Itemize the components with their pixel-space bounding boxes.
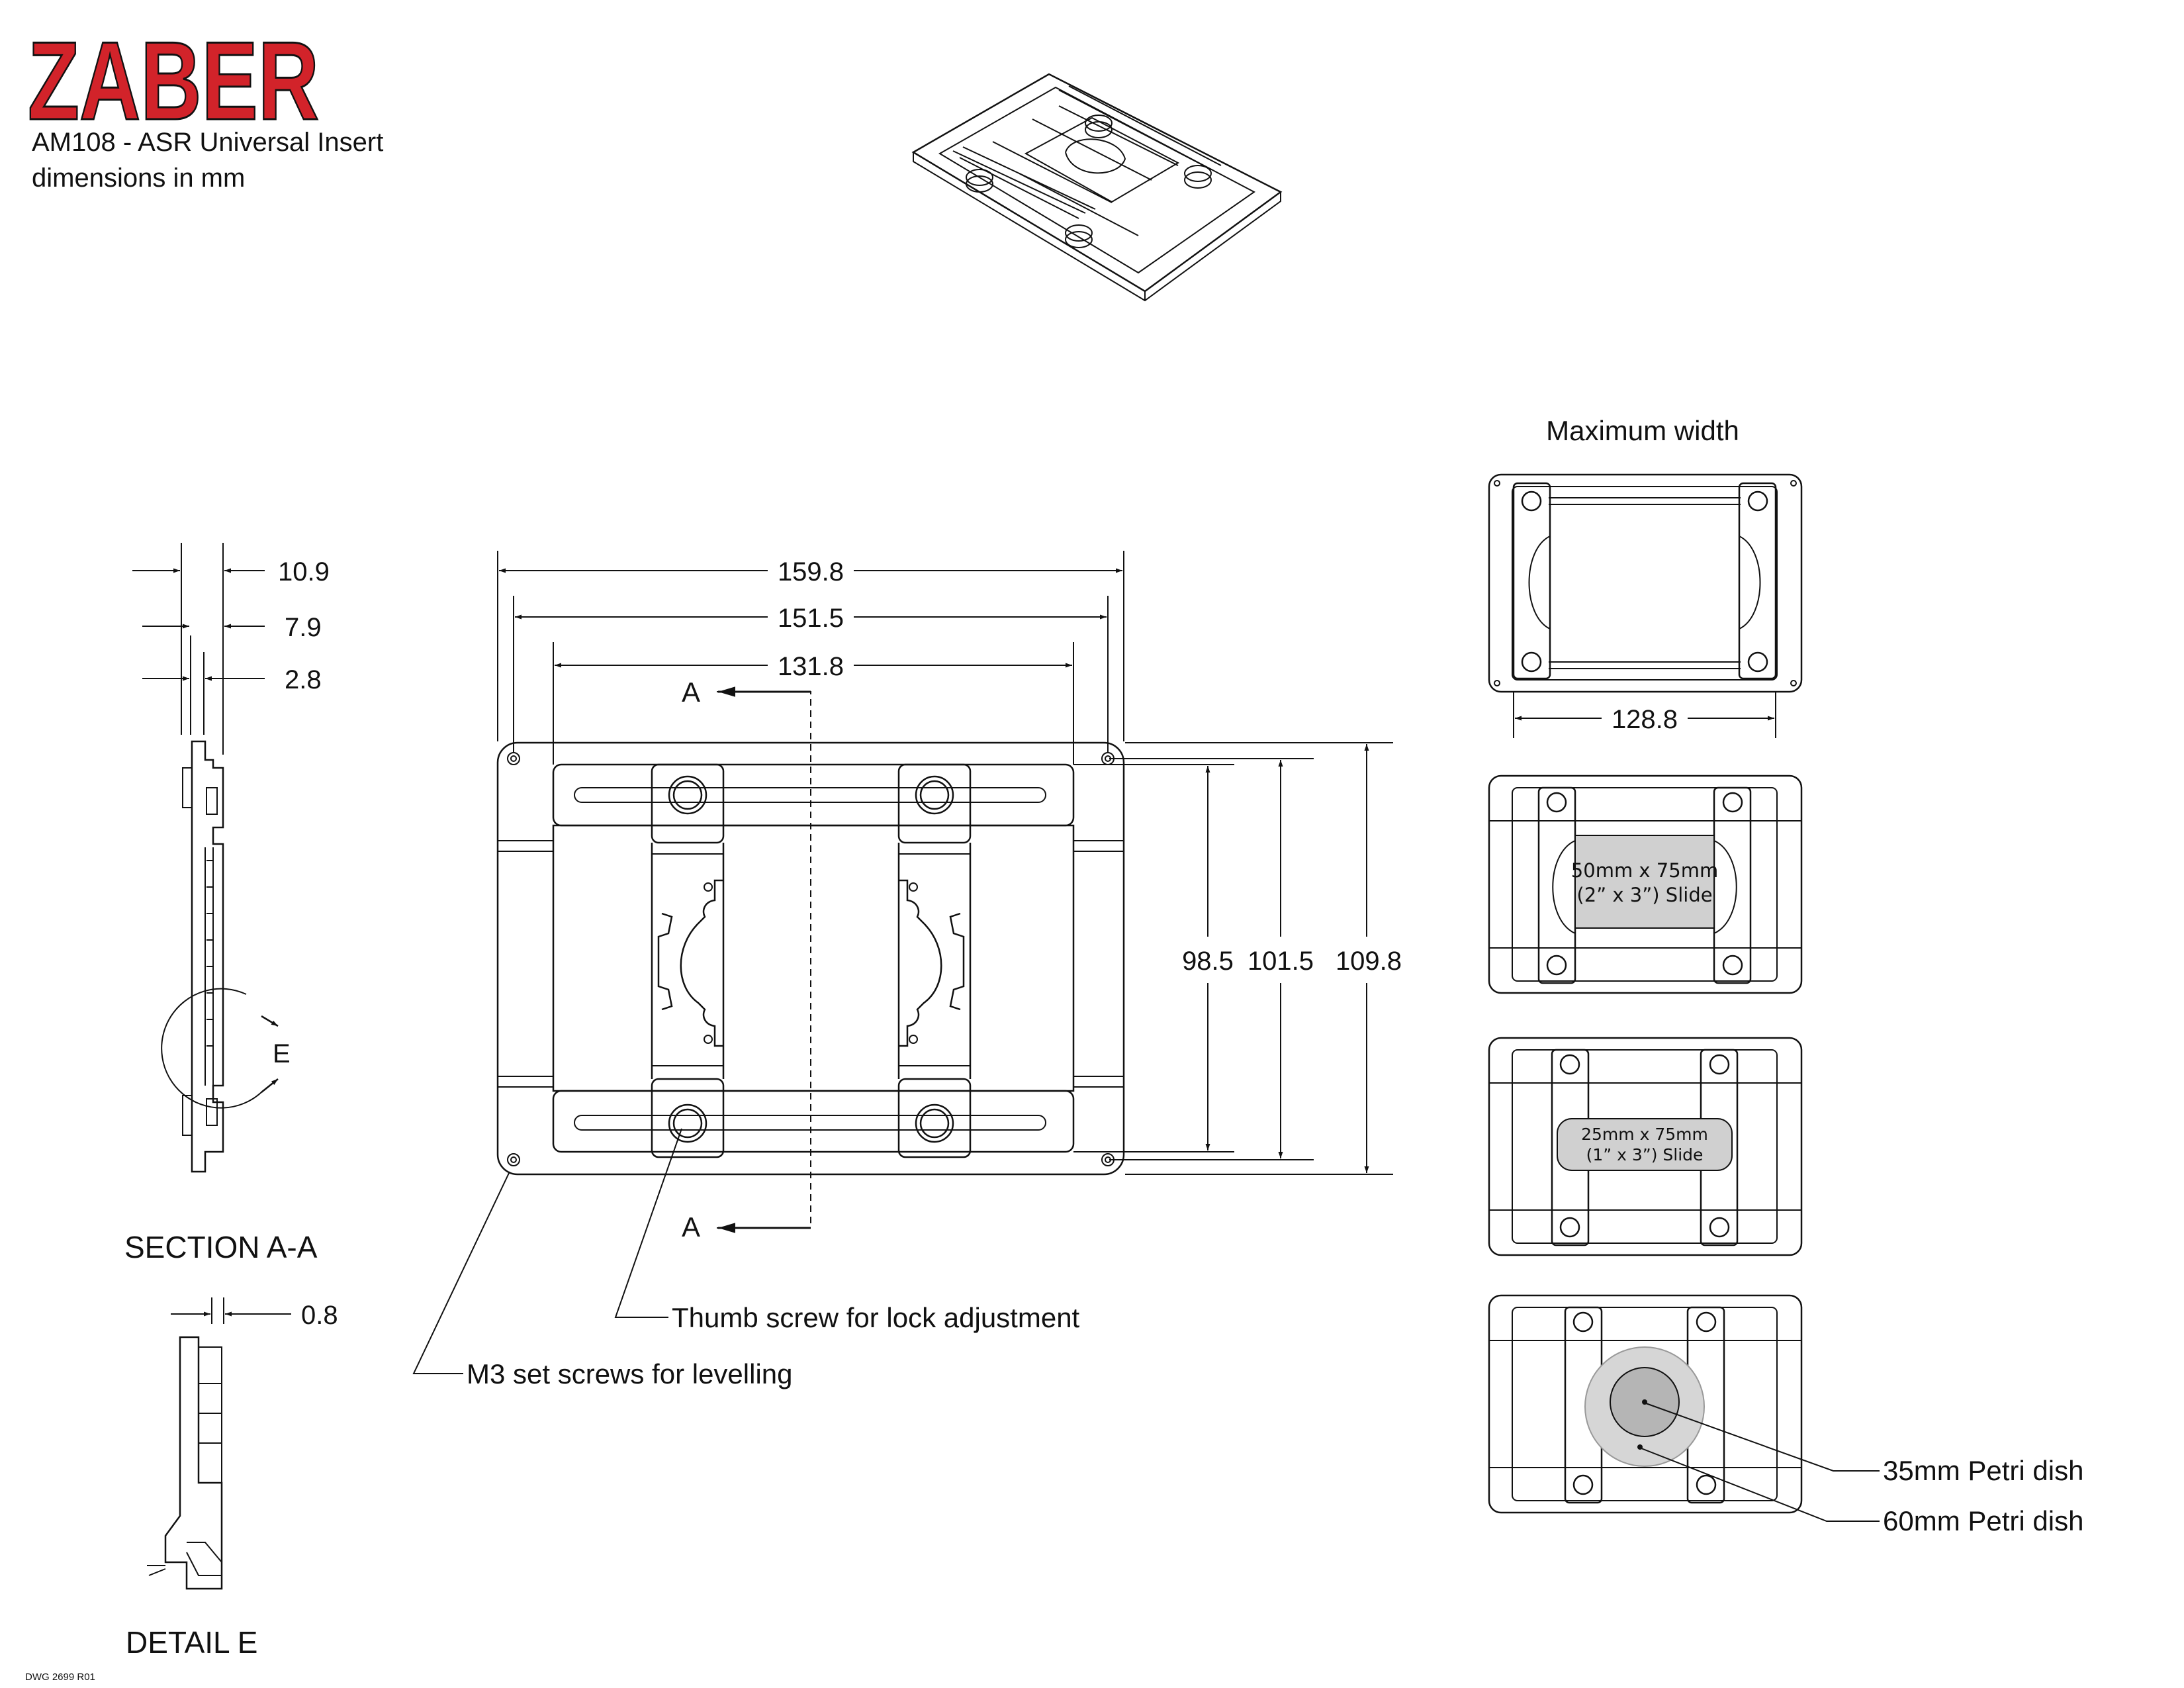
petri-60-callout: 60mm Petri dish (1883, 1505, 2083, 1536)
section-marker-bottom: A (682, 1211, 700, 1243)
dim-thickness-plate: 2.8 (285, 665, 322, 694)
large-slide (1574, 835, 1715, 929)
dim-height-mid: 101.5 (1248, 947, 1314, 976)
detail-label: DETAIL E (126, 1625, 257, 1660)
section-marker-top: A (682, 677, 700, 708)
small-slide-view: 25mm x 75mm (1” x 3”) Slide (1488, 1037, 1803, 1256)
thumb-screw-callout: Thumb screw for lock adjustment (672, 1302, 1080, 1333)
max-width-title: Maximum width (1546, 415, 1739, 446)
max-width-view: 128.8 (1488, 473, 1803, 738)
isometric-view (911, 73, 1283, 302)
dim-detail-step: 0.8 (301, 1301, 338, 1330)
dim-thickness-total: 10.9 (278, 557, 330, 586)
detail-marker-e: E (273, 1039, 291, 1068)
small-slide-line1: 25mm x 75mm (1581, 1125, 1708, 1144)
small-slide-line2: (1” x 3”) Slide (1586, 1145, 1704, 1164)
petri-dish-view: 35mm Petri dish 60mm Petri dish (1488, 1294, 2083, 1536)
top-view: A A (496, 677, 1125, 1243)
dim-max-width: 128.8 (1612, 705, 1678, 734)
dim-thickness-mid: 7.9 (285, 613, 322, 642)
set-screws-callout: M3 set screws for levelling (467, 1358, 793, 1389)
section-a-a-view: E 10.9 7.9 2.8 SECTION A-A (124, 543, 330, 1264)
dim-inner-width: 151.5 (778, 604, 844, 633)
top-view-dimensions: 159.8 151.5 131.8 98.5 101.5 109.8 (497, 551, 1402, 1175)
drawing-units: dimensions in mm (32, 164, 245, 193)
drawing-title: AM108 - ASR Universal Insert (32, 128, 383, 157)
large-slide-line1: 50mm x 75mm (1571, 859, 1718, 882)
small-slide (1557, 1118, 1733, 1171)
section-label: SECTION A-A (124, 1230, 318, 1264)
petri-35-callout: 35mm Petri dish (1883, 1455, 2083, 1486)
callouts: Thumb screw for lock adjustment M3 set s… (412, 1128, 1080, 1389)
large-slide-view: 50mm x 75mm (2” x 3”) Slide (1488, 774, 1803, 994)
dim-height-inner: 98.5 (1182, 947, 1234, 976)
large-slide-line2: (2” x 3”) Slide (1576, 884, 1712, 906)
dim-slot-width: 131.8 (778, 652, 844, 681)
zaber-logo: ZABER (28, 19, 319, 143)
detail-e-view: 0.8 DETAIL E (126, 1297, 338, 1660)
dim-height-overall: 109.8 (1336, 947, 1402, 976)
drawing-number: DWG 2699 R01 (25, 1671, 95, 1683)
dim-overall-width: 159.8 (778, 557, 844, 586)
